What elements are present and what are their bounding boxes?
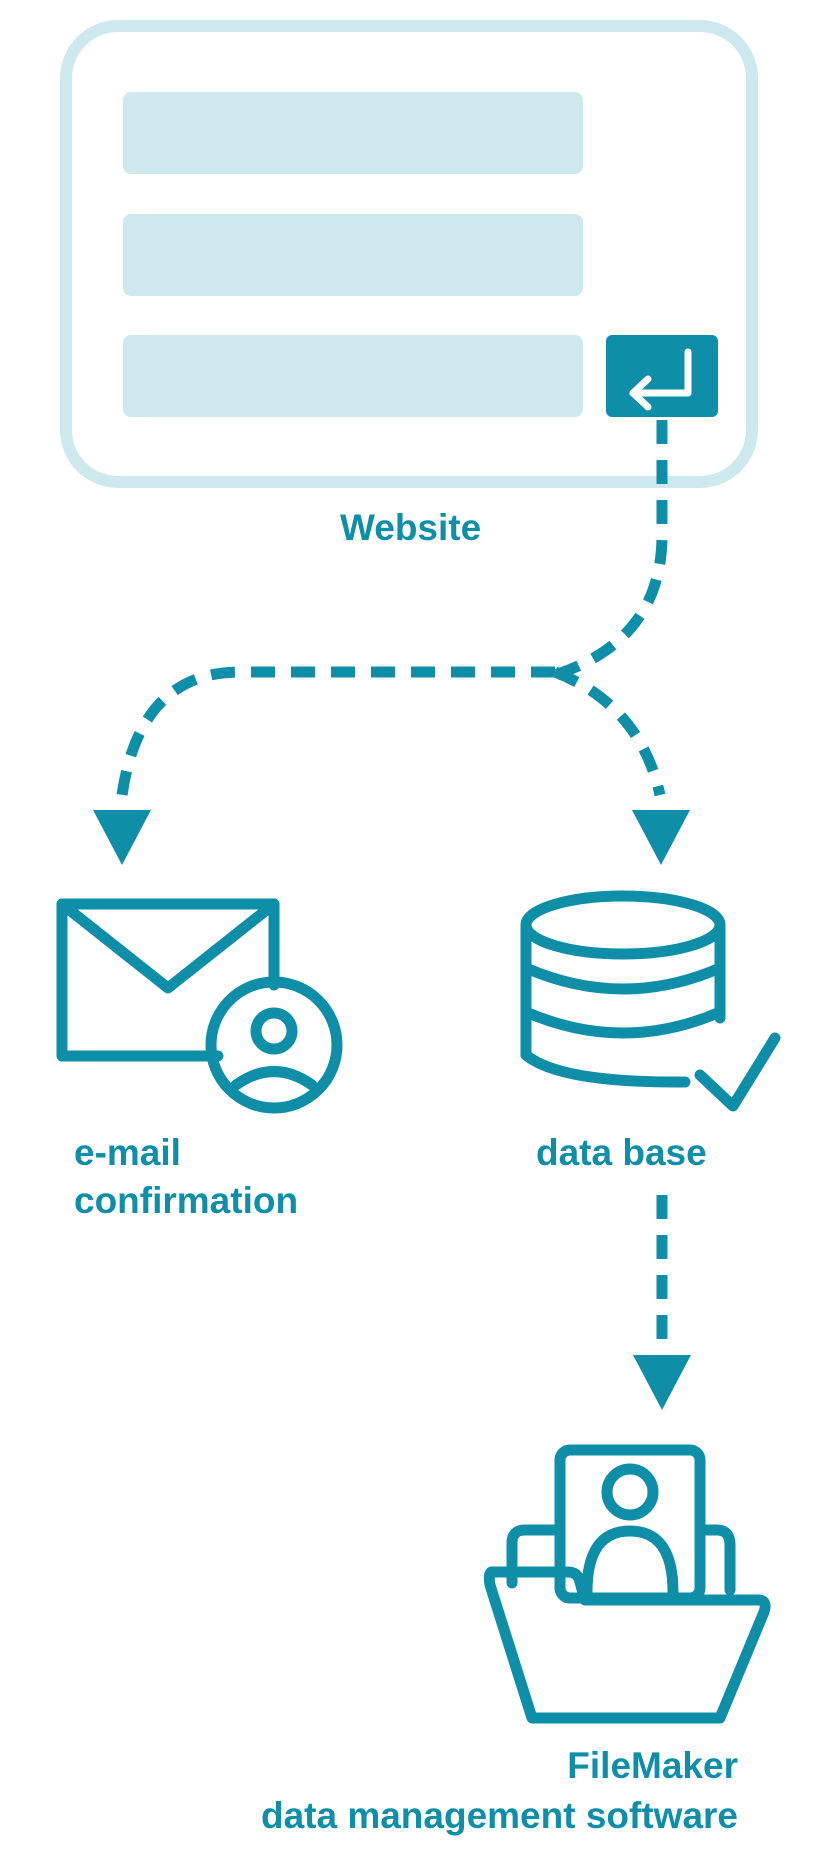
form-field-1 xyxy=(123,92,583,174)
website-node xyxy=(60,20,758,488)
connector-to-database xyxy=(553,666,666,797)
connector-to-email xyxy=(116,666,555,796)
form-field-2 xyxy=(123,214,583,296)
connector-website-split xyxy=(553,420,668,681)
envelope-user-icon xyxy=(56,898,343,1114)
database-label: data base xyxy=(536,1132,707,1173)
filemaker-label-line1: FileMaker xyxy=(567,1745,738,1786)
email-label-line2: confirmation xyxy=(74,1180,299,1221)
folder-contact-icon xyxy=(483,1444,771,1724)
database-check-icon xyxy=(520,890,781,1112)
filemaker-label-line2: data management software xyxy=(260,1795,738,1836)
connectors xyxy=(116,420,668,1352)
email-label-line1: e-mail xyxy=(74,1132,181,1173)
enter-key-icon xyxy=(606,335,718,417)
form-field-3 xyxy=(123,335,583,417)
arrowhead-database xyxy=(632,810,690,865)
arrowhead-email xyxy=(93,810,151,865)
website-frame xyxy=(60,20,758,488)
arrowhead-filemaker xyxy=(633,1355,691,1410)
website-label: Website xyxy=(340,507,482,548)
